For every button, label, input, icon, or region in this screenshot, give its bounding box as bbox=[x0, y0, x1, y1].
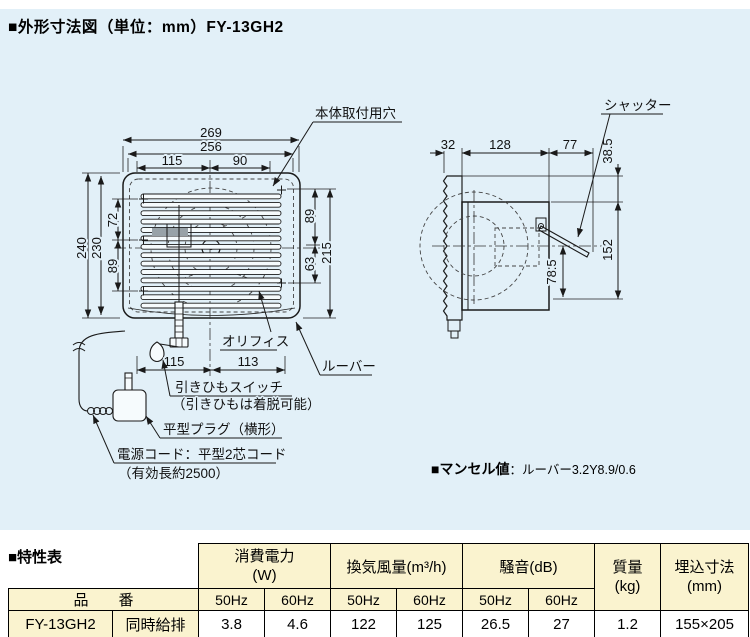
header-power-60hz: 60Hz bbox=[263, 588, 332, 611]
power-cord-and-plug bbox=[72, 330, 147, 422]
page-title: ■外形寸法図（単位：mm）FY-13GH2 bbox=[8, 19, 284, 36]
label-plug: 平型プラグ（横形） bbox=[163, 422, 285, 437]
dim-front-overall-width: 269 bbox=[200, 125, 222, 140]
header-product-number: 品 番 bbox=[8, 588, 199, 611]
label-louver: ルーバー bbox=[322, 359, 376, 374]
header-noise-60hz: 60Hz bbox=[528, 588, 596, 611]
mounting-holes bbox=[139, 185, 286, 296]
dim-front-overall-height: 240 bbox=[74, 237, 89, 259]
label-mounting-hole: 本体取付用穴 bbox=[315, 106, 396, 121]
spec-row-fy13gh2: FY-13GH2 同時給排 3.8 4.6 122 125 26.5 27 1.… bbox=[8, 610, 750, 637]
dim-front-bottom-span-right: 113 bbox=[238, 354, 259, 369]
diagram-background bbox=[0, 9, 750, 530]
cell-power-50: 3.8 bbox=[198, 610, 265, 637]
header-embed-unit: (mm) bbox=[687, 578, 722, 595]
pull-cord-mechanism bbox=[149, 205, 192, 362]
label-shutter: シャッター bbox=[604, 98, 672, 113]
header-mass-label: 質量 bbox=[612, 559, 643, 576]
header-embed: 埋込寸法 (mm) bbox=[660, 543, 750, 611]
header-power-50hz: 50Hz bbox=[198, 588, 265, 611]
munsell-note: ■マンセル値 ：ルーバー3.2Y8.9/0.6 bbox=[431, 459, 636, 479]
munsell-label: ■マンセル値 bbox=[431, 461, 510, 477]
dim-front-lower-hole-span: 89 bbox=[105, 259, 120, 273]
cell-noise-50: 26.5 bbox=[462, 610, 530, 637]
dim-front-mounting-height: 230 bbox=[89, 237, 104, 259]
header-airflow-50hz: 50Hz bbox=[330, 588, 398, 611]
header-power: 消費電力 (W) bbox=[197, 543, 332, 589]
dim-side-opening-height: 152 bbox=[600, 239, 615, 261]
spec-table: 消費電力 (W) 換気風量(m³/h) 騒音(dB) 質量 (kg) 埋込寸法 … bbox=[8, 543, 750, 637]
label-power-cord: 電源コード：平型2芯コード bbox=[117, 447, 287, 462]
dim-front-upper-hole-span: 72 bbox=[105, 213, 120, 227]
header-mass-unit: (kg) bbox=[614, 578, 641, 595]
cell-airflow-60: 125 bbox=[396, 610, 464, 637]
label-power-cord-length: （有効長約2500） bbox=[118, 466, 229, 481]
louver-slats bbox=[140, 193, 282, 309]
header-noise: 騒音(dB) bbox=[462, 543, 596, 589]
header-noise-50hz: 50Hz bbox=[462, 588, 530, 611]
spec-table-title: ■特性表 bbox=[8, 549, 63, 566]
table-blank-corner bbox=[9, 544, 199, 589]
cell-noise-60: 27 bbox=[528, 610, 596, 637]
label-pull-cord-note: （引きひもは着脱可能） bbox=[172, 396, 321, 412]
dim-front-bottom-span-left: 115 bbox=[164, 354, 185, 369]
header-power-label: 消費電力 bbox=[234, 548, 295, 565]
dim-front-right-upper-span: 89 bbox=[302, 209, 317, 223]
dimension-diagram: 269 256 115 90 240 230 72 89 bbox=[72, 97, 673, 483]
header-airflow: 換気風量(m³/h) bbox=[330, 543, 464, 589]
dim-side-shutter-extension: 77 bbox=[563, 137, 577, 152]
label-pull-cord-switch: 引きひもスイッチ bbox=[175, 380, 283, 395]
header-mass: 質量 (kg) bbox=[594, 543, 662, 611]
header-embed-label: 埋込寸法 bbox=[674, 559, 735, 576]
front-view: 269 256 115 90 240 230 72 89 bbox=[72, 105, 402, 483]
cell-embed-size: 155×205 bbox=[660, 610, 750, 637]
cell-airflow-50: 122 bbox=[330, 610, 398, 637]
dim-front-mounting-width: 256 bbox=[200, 139, 222, 154]
cell-vent-type: 同時給排 bbox=[112, 610, 199, 637]
cell-mass: 1.2 bbox=[594, 610, 662, 637]
dim-side-body-depth: 128 bbox=[489, 137, 511, 152]
side-view: 32 128 77 38.5 152 78.5 シャッター bbox=[419, 97, 673, 339]
dim-front-right-lower-span: 63 bbox=[302, 257, 317, 271]
cell-power-60: 4.6 bbox=[263, 610, 332, 637]
dim-front-opening-height: 215 bbox=[319, 242, 334, 264]
header-power-unit: (W) bbox=[252, 567, 277, 584]
label-orifice: オリフィス bbox=[222, 334, 289, 349]
dim-front-hole-span-right: 90 bbox=[233, 153, 247, 168]
munsell-value: ：ルーバー3.2Y8.9/0.6 bbox=[509, 463, 636, 477]
dim-side-louver-depth: 32 bbox=[441, 137, 455, 152]
dim-side-center-to-bottom: 78.5 bbox=[544, 259, 559, 284]
header-airflow-60hz: 60Hz bbox=[396, 588, 464, 611]
cell-model: FY-13GH2 bbox=[8, 610, 113, 637]
dim-front-hole-span-left: 115 bbox=[162, 153, 183, 168]
